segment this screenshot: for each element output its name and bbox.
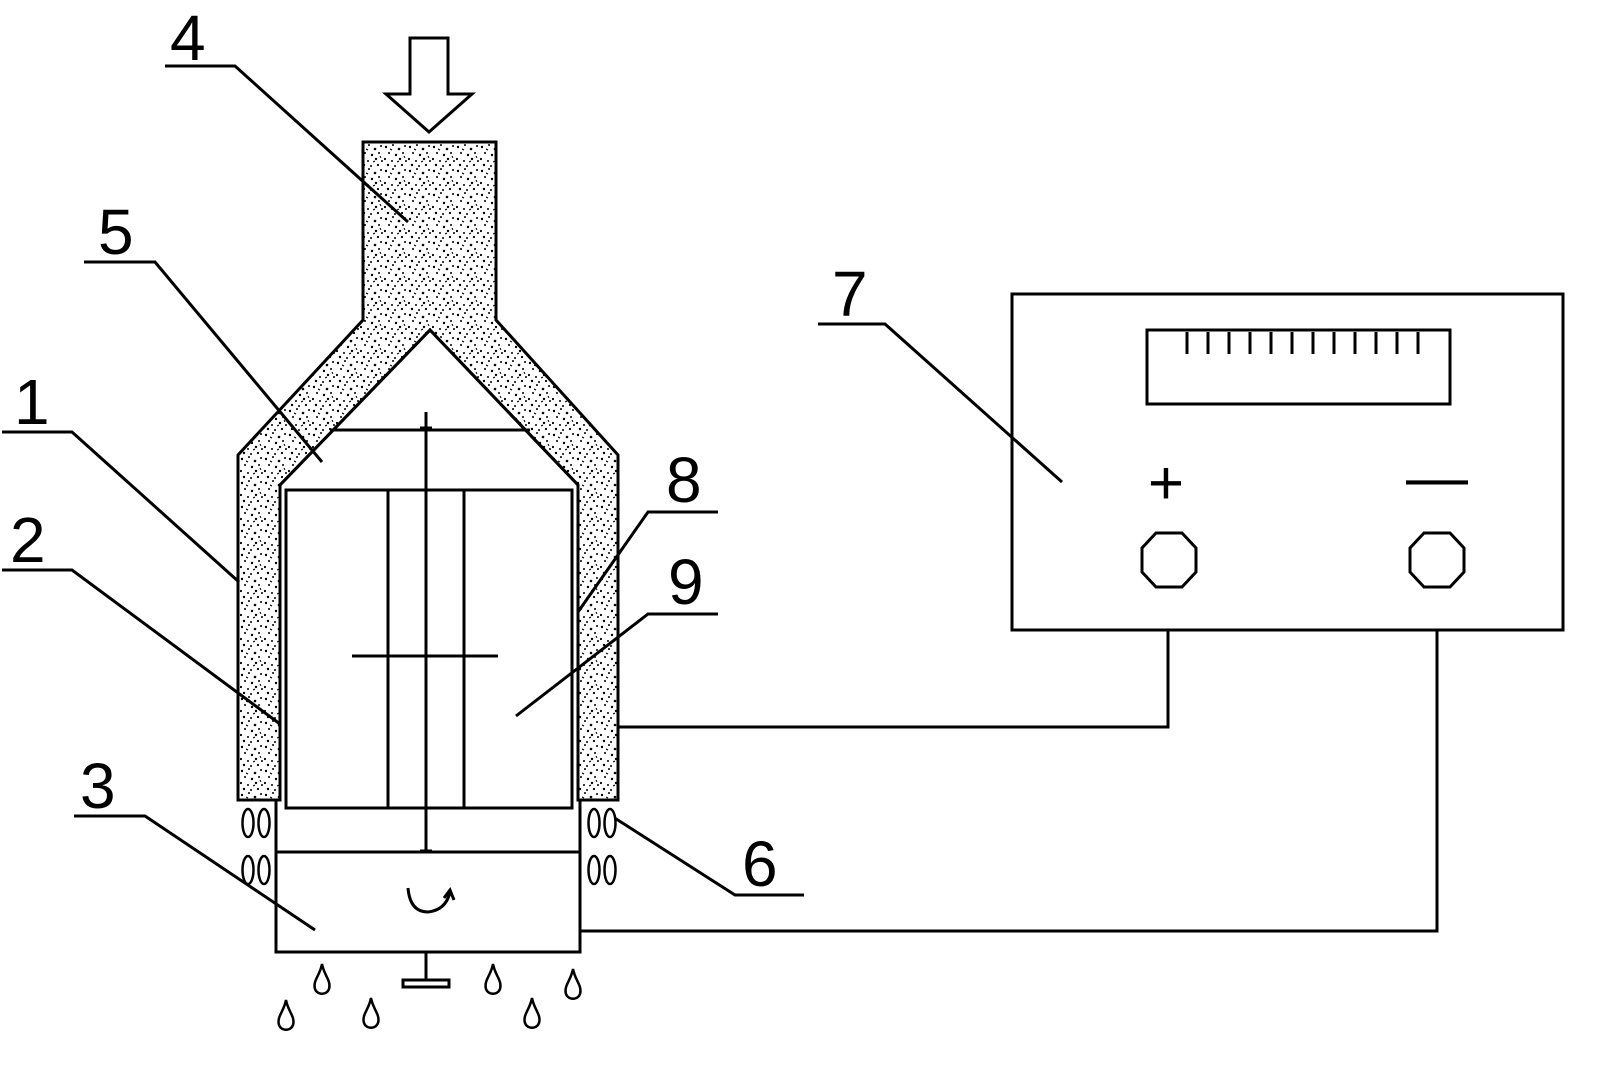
left-electrode-plate xyxy=(352,488,390,810)
leader-8 xyxy=(576,510,718,613)
leader-5 xyxy=(84,260,324,463)
leader-1 xyxy=(2,430,241,584)
inner-roof xyxy=(278,327,580,487)
part-label-8: 8 xyxy=(666,444,702,516)
part-label-4: 4 xyxy=(170,2,206,74)
lower-basin xyxy=(274,850,582,954)
droplets xyxy=(241,807,617,1031)
leader-2 xyxy=(2,568,281,726)
droplet-icon xyxy=(523,997,541,1029)
droplet-icon xyxy=(564,968,582,1000)
down-arrow-icon xyxy=(382,36,476,135)
droplet-icon xyxy=(603,807,617,839)
droplet-icon xyxy=(241,807,255,839)
negative-symbol: — xyxy=(1406,443,1468,512)
part-label-5: 5 xyxy=(98,196,134,268)
part-label-2: 2 xyxy=(10,504,46,576)
negative-terminal xyxy=(1408,531,1466,589)
inner-chamber xyxy=(284,488,574,810)
leader-6 xyxy=(609,813,804,897)
droplet-icon xyxy=(484,963,502,995)
droplet-icon xyxy=(587,807,601,839)
leader-9 xyxy=(515,612,718,718)
positive-wire xyxy=(618,585,1170,729)
part-label-1: 1 xyxy=(14,366,50,438)
rotation-arrow-icon xyxy=(406,886,456,914)
droplet-icon xyxy=(241,854,255,886)
droplet-icon xyxy=(257,854,271,886)
part-label-3: 3 xyxy=(80,750,116,822)
leader-7 xyxy=(818,322,1063,484)
part-label-7: 7 xyxy=(832,258,868,330)
positive-symbol: + xyxy=(1148,449,1184,518)
droplet-icon xyxy=(603,854,617,886)
leader-4 xyxy=(165,64,410,224)
droplet-icon xyxy=(587,854,601,886)
meter-scale xyxy=(1145,328,1452,406)
leader-lines xyxy=(2,64,1063,932)
meter-scale-ticks xyxy=(1185,332,1420,354)
shaft-foot-plate xyxy=(401,978,451,989)
positive-terminal xyxy=(1140,531,1198,589)
part-label-6: 6 xyxy=(742,828,778,900)
leader-3 xyxy=(74,814,316,932)
droplet-icon xyxy=(313,963,331,995)
right-electrode-plate xyxy=(462,488,498,810)
droplet-icon xyxy=(362,997,380,1029)
droplet-icon xyxy=(257,807,271,839)
part-label-9: 9 xyxy=(668,546,704,618)
negative-wire xyxy=(580,585,1439,933)
droplet-icon xyxy=(277,999,295,1031)
